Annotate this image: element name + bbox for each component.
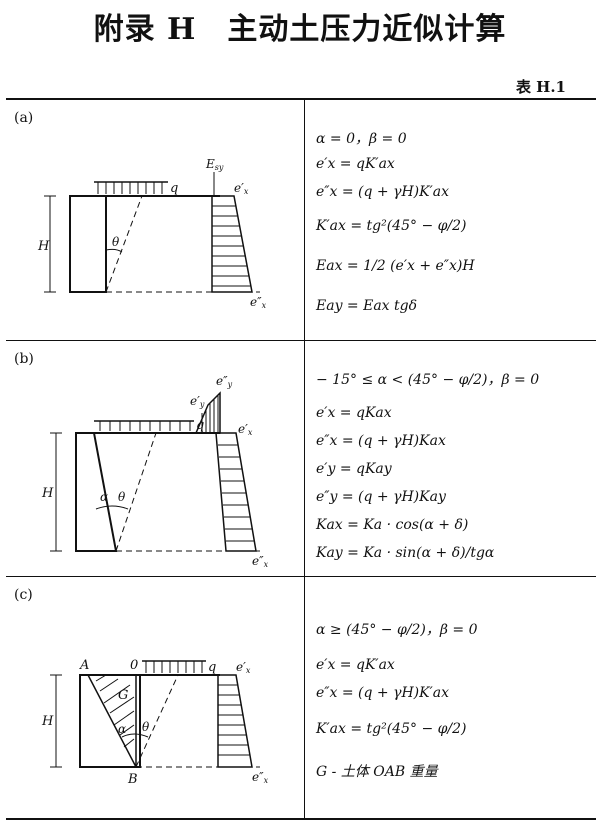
pressure-hatch-b bbox=[218, 444, 254, 542]
label-exx-a: e″x bbox=[250, 295, 267, 310]
slip-line-b bbox=[115, 432, 157, 552]
pressure-diagram-c bbox=[217, 674, 253, 768]
page-title: 附录 H 主动土压力近似计算 bbox=[93, 12, 507, 47]
label-ex-b: e′x bbox=[238, 422, 253, 437]
wall-a bbox=[69, 195, 107, 293]
slip-line-a bbox=[105, 195, 143, 293]
label-a-c: A bbox=[79, 658, 89, 673]
label-alpha-c: α bbox=[118, 722, 126, 736]
label-h-a: H bbox=[37, 239, 50, 254]
table-row-c: (c) q bbox=[6, 576, 596, 819]
formula-c-1: α ≥ (45° − φ/2)，β = 0 bbox=[316, 622, 478, 638]
vertical-pressure-b bbox=[194, 391, 221, 434]
formula-b-5: e″y = (q + γH)Kay bbox=[316, 489, 446, 505]
soil-wedge-c bbox=[86, 674, 137, 768]
formula-a-5: Eax = 1/2 (e′x + e″x)H bbox=[316, 258, 475, 274]
formula-b-4: e′y = qKay bbox=[316, 461, 392, 477]
diagram-b: q α θ H e′y bbox=[41, 374, 269, 569]
label-q-a: q bbox=[170, 181, 178, 196]
label-exx-b: e″x bbox=[252, 554, 269, 569]
label-g-c: G bbox=[118, 688, 128, 703]
label-esy-a: Esy bbox=[205, 157, 224, 172]
label-theta-a: θ bbox=[112, 235, 120, 249]
wall-c bbox=[79, 674, 141, 768]
label-b-c: B bbox=[127, 772, 138, 787]
formula-b-7: Kay = Ka · sin(α + δ)/tgα bbox=[316, 545, 495, 561]
label-theta-b: θ bbox=[118, 490, 126, 504]
pressure-diagram-b bbox=[215, 432, 257, 552]
table-label: 表 H.1 bbox=[515, 78, 566, 96]
wall-b bbox=[75, 432, 118, 552]
formula-a-6: Eay = Eax tgδ bbox=[316, 298, 418, 314]
label-ex-c: e′x bbox=[236, 660, 251, 675]
angle-arc-b bbox=[95, 505, 129, 510]
column-divider bbox=[304, 577, 305, 819]
label-q-b: q bbox=[196, 418, 204, 433]
label-ey-b: e′y bbox=[190, 394, 205, 409]
angle-arc-c bbox=[121, 733, 149, 738]
label-exx-c: e″x bbox=[252, 770, 269, 785]
vertical-hatch-b bbox=[201, 395, 219, 433]
column-divider bbox=[304, 100, 305, 340]
formula-a-2: e′x = qK′ax bbox=[316, 156, 395, 172]
label-ex-a: e′x bbox=[234, 181, 249, 196]
table-row-b: (b) q α θ H bbox=[6, 340, 596, 577]
table-row-a: (a) q θ H bbox=[6, 100, 596, 340]
label-h-b: H bbox=[41, 486, 54, 501]
row-label-c: (c) bbox=[14, 587, 33, 603]
label-h-c: H bbox=[41, 714, 54, 729]
column-divider bbox=[304, 341, 305, 577]
formula-a-1: α = 0，β = 0 bbox=[316, 131, 407, 147]
diagram-c: q α θ A 0 B G H e′x e″x bbox=[41, 658, 269, 787]
label-theta-c: θ bbox=[142, 720, 150, 734]
label-alpha-b: α bbox=[100, 490, 108, 504]
formula-c-2: e′x = qK′ax bbox=[316, 657, 395, 673]
pressure-hatch-c bbox=[218, 684, 250, 756]
label-eyy-b: e″y bbox=[216, 374, 233, 389]
row-label-b: (b) bbox=[14, 351, 34, 367]
pressure-diagram-a bbox=[211, 195, 253, 293]
surcharge-arrows-c bbox=[142, 660, 206, 673]
diagram-a: q θ H Esy e′x e″x bbox=[37, 157, 267, 310]
formula-c-4: K′ax = tg²(45° − φ/2) bbox=[316, 721, 467, 737]
formula-b-2: e′x = qKax bbox=[316, 405, 392, 421]
formula-b-3: e″x = (q + γH)Kax bbox=[316, 433, 446, 449]
wedge-hatch-c bbox=[95, 674, 135, 748]
surcharge-arrows-a bbox=[94, 181, 168, 194]
formula-b-1: − 15° ≤ α < (45° − φ/2)，β = 0 bbox=[316, 372, 540, 388]
formula-c-3: e″x = (q + γH)K′ax bbox=[316, 685, 450, 701]
formula-table: (a) q θ H bbox=[6, 98, 596, 820]
theta-arc-a bbox=[105, 248, 123, 253]
label-o-c: 0 bbox=[130, 658, 138, 673]
row-label-a: (a) bbox=[14, 110, 34, 126]
pressure-hatch-a bbox=[212, 205, 251, 287]
slip-line-c bbox=[135, 674, 179, 768]
surcharge-arrows-b bbox=[94, 420, 194, 431]
formula-c-5: G - 土体 OAB 重量 bbox=[316, 764, 438, 780]
formula-a-4: K′ax = tg²(45° − φ/2) bbox=[316, 218, 467, 234]
formula-b-6: Kax = Ka · cos(α + δ) bbox=[316, 517, 469, 533]
label-q-c: q bbox=[208, 660, 216, 675]
formula-a-3: e″x = (q + γH)K′ax bbox=[316, 184, 450, 200]
